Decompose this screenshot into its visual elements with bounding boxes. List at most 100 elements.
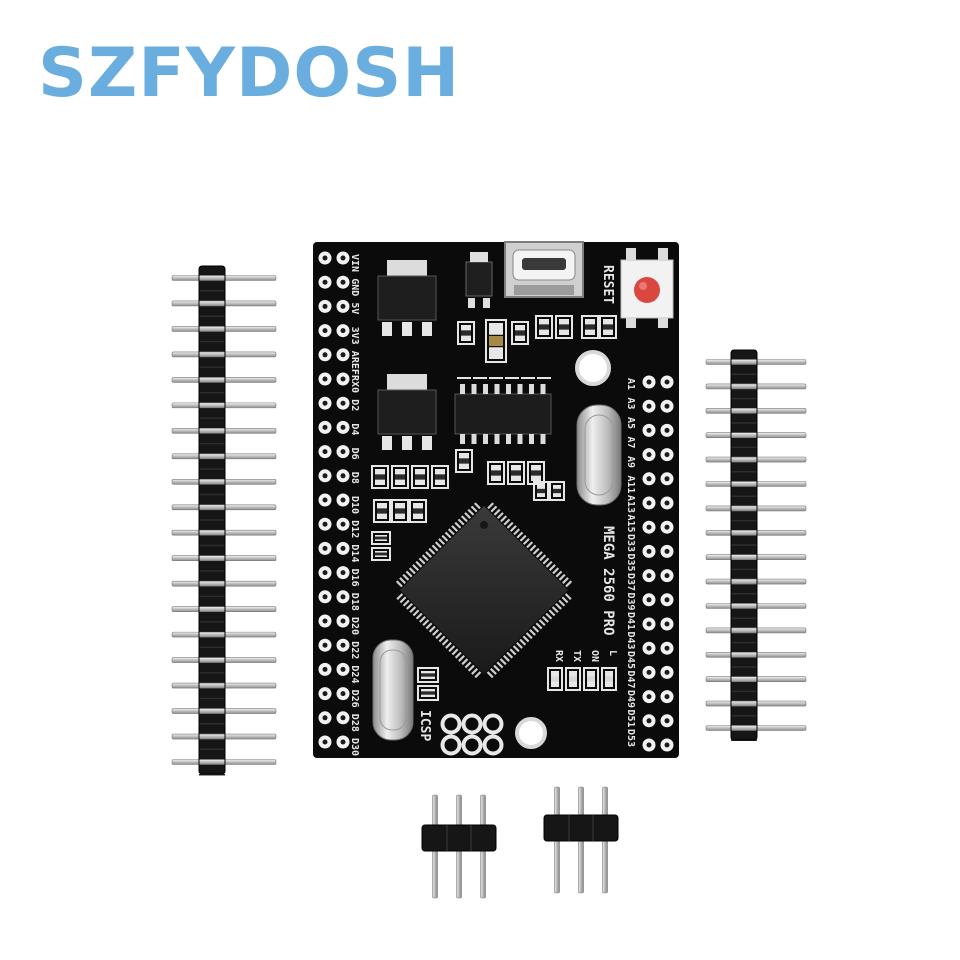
- smd-part: [457, 321, 475, 345]
- pin-label: D49: [625, 690, 636, 708]
- led-label: RX: [553, 650, 564, 662]
- pin-label: A11: [625, 476, 636, 494]
- smd-part: [547, 667, 563, 691]
- smd-part: [583, 667, 599, 691]
- header-pin: [705, 603, 807, 609]
- smd-part: [391, 499, 409, 523]
- crystal-oscillator-small: [372, 639, 414, 741]
- header-pin: [171, 631, 277, 638]
- smd-part: [485, 319, 507, 363]
- pin-label: D12: [349, 520, 360, 538]
- header-pin: [171, 453, 277, 460]
- smd-part: [455, 449, 473, 473]
- voltage-regulator-2: [377, 374, 437, 450]
- pin-label: D18: [349, 593, 360, 611]
- pin-label: D39: [625, 593, 636, 611]
- pin-label: D16: [349, 569, 360, 587]
- smd-part: [507, 461, 525, 485]
- header-pin: [705, 407, 807, 414]
- pin-label: A13: [625, 495, 636, 513]
- header-pin: [171, 402, 277, 409]
- header-pin: [705, 578, 807, 585]
- header-pin: [705, 651, 807, 658]
- smd-part: [555, 315, 573, 339]
- header-pin: [171, 733, 277, 740]
- pin-label: D20: [349, 617, 360, 635]
- icsp-pads: [440, 713, 504, 756]
- header-pin: [705, 554, 807, 561]
- header-pin: [171, 300, 277, 307]
- pin-label: D33: [625, 534, 636, 552]
- pin-label: D2: [349, 399, 360, 411]
- pin-label: A9: [625, 456, 636, 468]
- smd-part: [581, 315, 599, 339]
- smd-part: [599, 315, 617, 339]
- icsp-pad: [461, 713, 483, 735]
- crystal-oscillator-main: [576, 404, 622, 506]
- header-pin: [171, 275, 277, 281]
- header-pin: [171, 504, 277, 511]
- header-pin: [171, 428, 277, 434]
- pin-label: D4: [349, 423, 360, 435]
- pin-label: D24: [349, 665, 360, 683]
- smd-part: [411, 465, 429, 489]
- left-pin-labels: VINGND5V3V3AREFRX0D2D4D6D8D10D12D14D16D1…: [349, 254, 360, 756]
- smd-part: [371, 465, 389, 489]
- icsp-pad: [440, 713, 462, 735]
- reset-label: RESET: [600, 265, 615, 304]
- header-pin: [171, 606, 277, 612]
- brand-logo-text: SZFYDOSH: [38, 34, 461, 113]
- smd-part: [565, 667, 581, 691]
- pin-label: A1: [625, 378, 636, 390]
- header-pin: [705, 383, 807, 390]
- smd-part: [409, 499, 427, 523]
- pin-label: D26: [349, 690, 360, 708]
- smd-part: [391, 465, 409, 489]
- pin-label: 3V3: [349, 327, 360, 345]
- header-pin: [705, 529, 807, 536]
- header-pin: [705, 505, 807, 512]
- smd-part: [489, 375, 503, 382]
- led-label: TX: [571, 650, 582, 662]
- header-pin: [171, 555, 277, 562]
- atmega2560-chip: [395, 502, 573, 679]
- pin-label: D41: [625, 612, 636, 630]
- header-pin: [171, 682, 277, 689]
- smd-part: [505, 375, 519, 382]
- pin-label: GND: [349, 278, 360, 296]
- icsp-pad: [440, 734, 462, 756]
- header-pin: [705, 725, 807, 731]
- pin-label: D51: [625, 710, 636, 728]
- smd-part: [535, 315, 553, 339]
- header-pin: [705, 456, 807, 463]
- header-pin: [705, 432, 807, 439]
- pin-label: D30: [349, 738, 360, 756]
- pin-label: D22: [349, 641, 360, 659]
- left-pad-columns: [318, 251, 350, 749]
- smd-part: [431, 465, 449, 489]
- pin-label: D43: [625, 632, 636, 650]
- pin-label: D6: [349, 448, 360, 460]
- smd-part: [487, 461, 505, 485]
- smd-components: [371, 315, 617, 701]
- smd-part: [601, 667, 617, 691]
- pin-label: 5V: [349, 302, 360, 314]
- header-pin: [705, 700, 807, 707]
- smd-part: [537, 375, 551, 382]
- pin-label: A5: [625, 417, 636, 429]
- smd-part: [473, 375, 487, 382]
- header-pin: [171, 377, 277, 383]
- header-pin: [705, 359, 807, 365]
- pin-label: D45: [625, 651, 636, 669]
- small-pin-header-left: [421, 794, 497, 899]
- header-pin: [171, 351, 277, 358]
- header-pin: [171, 657, 277, 663]
- header-pin: [705, 627, 807, 634]
- smd-part: [373, 499, 391, 523]
- pin-label: AREF: [349, 351, 360, 375]
- icsp-pad: [482, 734, 504, 756]
- pin-label: VIN: [349, 254, 360, 272]
- pin-label: D10: [349, 496, 360, 514]
